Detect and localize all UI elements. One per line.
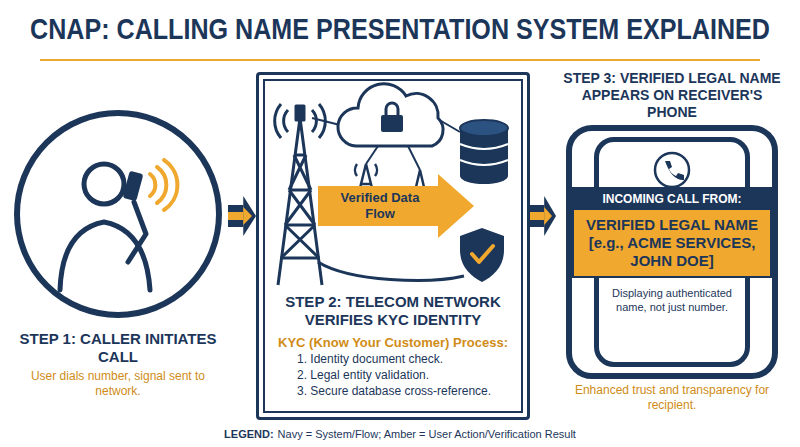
flow-label: Verified Data Flow (330, 190, 430, 222)
step-description: User dials number, signal sent to networ… (8, 369, 228, 399)
phone-panel: STEP 3: VERIFIED LEGAL NAME APPEARS ON R… (556, 70, 788, 413)
caller-phone (123, 160, 178, 210)
screen-note: Displaying authenticated name, not just … (600, 286, 744, 314)
legend-heading: LEGEND: (224, 428, 274, 440)
flow-arrow (530, 196, 556, 236)
step-heading: STEP 1: CALLER INITIATES CALL (8, 330, 228, 366)
return-flow (318, 262, 464, 280)
data-flow-arrow (318, 174, 474, 238)
cell-tower (275, 104, 326, 285)
process-box: STEP 2: TELECOM NETWORK VERIFIES KYC IDE… (256, 72, 530, 420)
legend-text: Navy = System/Flow; Amber = User Action/… (278, 428, 576, 440)
database (460, 120, 508, 184)
incoming-banner: INCOMING CALL FROM: (574, 189, 770, 210)
step-description: Enhanced trust and transparency for reci… (556, 383, 788, 413)
caller-figure (60, 164, 150, 290)
flow-arrow (228, 196, 256, 236)
process-heading: KYC (Know Your Customer) Process: (267, 335, 519, 351)
verified-shield (460, 228, 504, 282)
cloud-lock (338, 84, 443, 146)
diagram-title: CNAP: CALLING NAME PRESENTATION SYSTEM E… (30, 12, 770, 46)
caller-name: VERIFIED LEGAL NAME [e.g., ACME SERVICES… (574, 210, 770, 276)
step-heading: STEP 2: TELECOM NETWORK VERIFIES KYC IDE… (267, 293, 519, 329)
step-column: STEP 1: CALLER INITIATES CALLUser dials … (8, 110, 228, 399)
process-item: 1. Identity document check. (267, 351, 519, 367)
process-item: 3. Secure database cross-reference. (267, 383, 519, 399)
process-item: 2. Legal entity validation. (267, 367, 519, 383)
phone-icon (652, 150, 692, 190)
caller-id-box: INCOMING CALL FROM:VERIFIED LEGAL NAME [… (572, 187, 772, 278)
title-rule (40, 59, 760, 61)
step-heading: STEP 3: VERIFIED LEGAL NAME APPEARS ON R… (556, 70, 788, 121)
legend-line: LEGEND: Navy = System/Flow; Amber = User … (0, 427, 800, 441)
step-circle (14, 110, 222, 318)
